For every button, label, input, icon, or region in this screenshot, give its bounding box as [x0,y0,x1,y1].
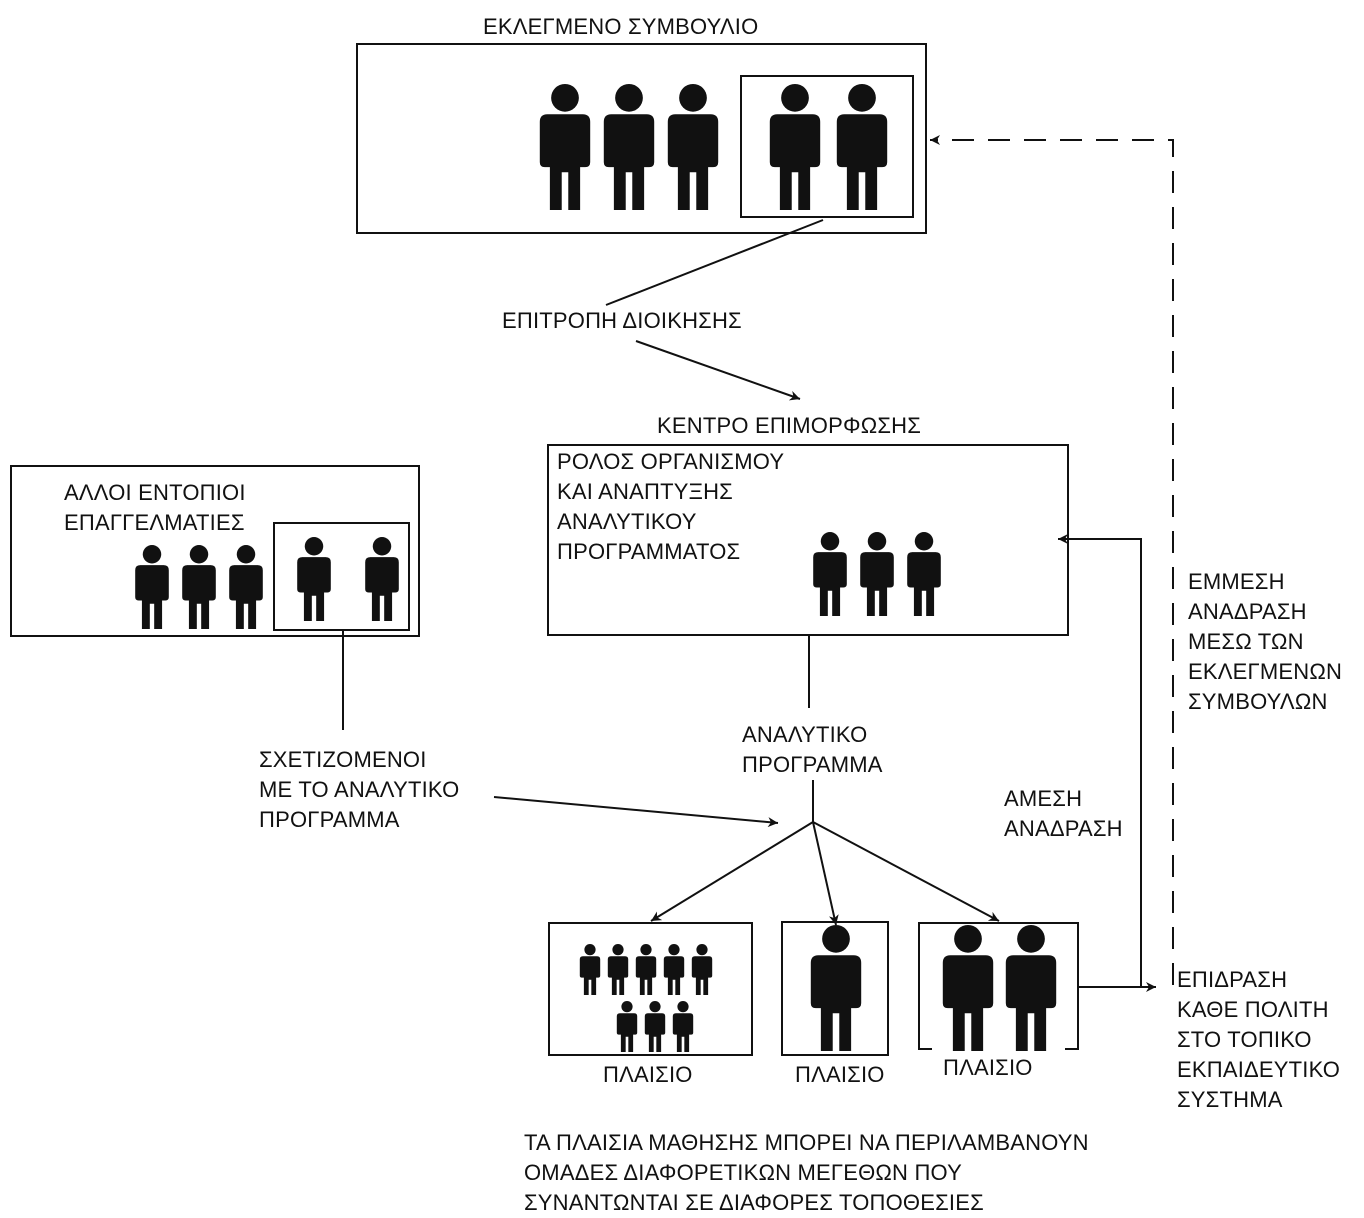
person-icon [810,925,862,1051]
person-icon [663,944,685,995]
frame-3-label: ΠΛΑΙΣΙΟ [943,1055,1033,1080]
frame-2-people [810,925,862,1051]
committee-inner-box [740,75,914,218]
person-icon [813,532,847,616]
person-icon [607,944,629,995]
hub-to-frame-1-arrow [650,821,814,922]
frame-2-label: ΠΛΑΙΣΙΟ [795,1062,885,1087]
person-icon [635,944,657,995]
council-box [356,43,927,234]
curriculum-label: ΑΝΑΛΥΤΙΚΟ ΠΡΟΓΡΑΜΜΑ [742,722,883,777]
local-professionals-title: ΑΛΛΟΙ ΕΝΤΟΠΙΟΙ ΕΠΑΓΓΕΛΜΑΤΙΕΣ [64,480,246,535]
training-center-role: ΡΟΛΟΣ ΟΡΓΑΝΙΣΜΟΥ ΚΑΙ ΑΝΑΠΤΥΞΗΣ ΑΝΑΛΥΤΙΚΟ… [557,449,785,564]
hub-to-frame-2-arrow [812,821,839,926]
frame-3-people [942,925,1057,1051]
person-icon [229,545,263,629]
committee-connector [605,219,824,306]
person-icon [616,1001,638,1052]
frame-1-people [579,944,713,1052]
frame-3-box [918,922,1079,1050]
training-center-staff [813,532,941,616]
frame-1-label: ΠΛΑΙΣΙΟ [603,1062,693,1087]
council-title: ΕΚΛΕΓΜΕΝΟ ΣΥΜΒΟΥΛΙΟ [483,14,759,39]
local-professionals-inner-box [273,522,410,631]
person-icon [691,944,713,995]
direct-feedback-label: ΑΜΕΣΗ ΑΝΑΔΡΑΣΗ [1004,786,1123,841]
frame-2-box [781,921,889,1056]
hub-to-frame-3-arrow [812,821,1000,922]
person-icon [1005,925,1057,1051]
person-icon [907,532,941,616]
training-center-title: ΚΕΝΤΡΟ ΕΠΙΜΟΡΦΩΣΗΣ [657,413,922,438]
person-icon [579,944,601,995]
person-icon [644,1001,666,1052]
person-icon [365,537,399,621]
indirect-feedback-line [930,135,1174,985]
person-icon [769,84,821,210]
local-professionals-box [10,465,420,637]
related-to-hub-arrow [493,796,779,828]
person-icon [672,1001,694,1052]
direct-feedback-line [1058,534,1142,987]
committee-label: ΕΠΙΤΡΟΠΗ ΔΙΟΙΚΗΣΗΣ [502,308,742,333]
person-icon [860,532,894,616]
frame-1-box [548,922,753,1056]
learning-frames-note: ΤΑ ΠΛΑΙΣΙΑ ΜΑΘΗΣΗΣ ΜΠΟΡΕΙ ΝΑ ΠΕΡΙΛΑΜΒΑΝΟ… [524,1130,1089,1215]
person-icon [667,84,719,210]
person-icon [603,84,655,210]
curriculum-related-label: ΣΧΕΤΙΖΟΜΕΝΟΙ ΜΕ ΤΟ ΑΝΑΛΥΤΙΚΟ ΠΡΟΓΡΑΜΜΑ [259,747,460,832]
person-icon [539,84,591,210]
person-icon [182,545,216,629]
citizen-impact-label: ΕΠΙΔΡΑΣΗ ΚΑΘΕ ΠΟΛΙΤΗ ΣΤΟ ΤΟΠΙΚΟ ΕΚΠΑΙΔΕΥ… [1177,967,1341,1112]
committee-to-center-arrow [635,340,801,401]
person-icon [836,84,888,210]
person-icon [297,537,331,621]
council-members [539,84,888,210]
person-icon [942,925,994,1051]
person-icon [135,545,169,629]
indirect-feedback-label: ΕΜΜΕΣΗ ΑΝΑΔΡΑΣΗ ΜΕΣΩ ΤΩΝ ΕΚΛΕΓΜΕΝΩΝ ΣΥΜΒ… [1188,569,1343,714]
local-professionals-people [135,537,399,629]
